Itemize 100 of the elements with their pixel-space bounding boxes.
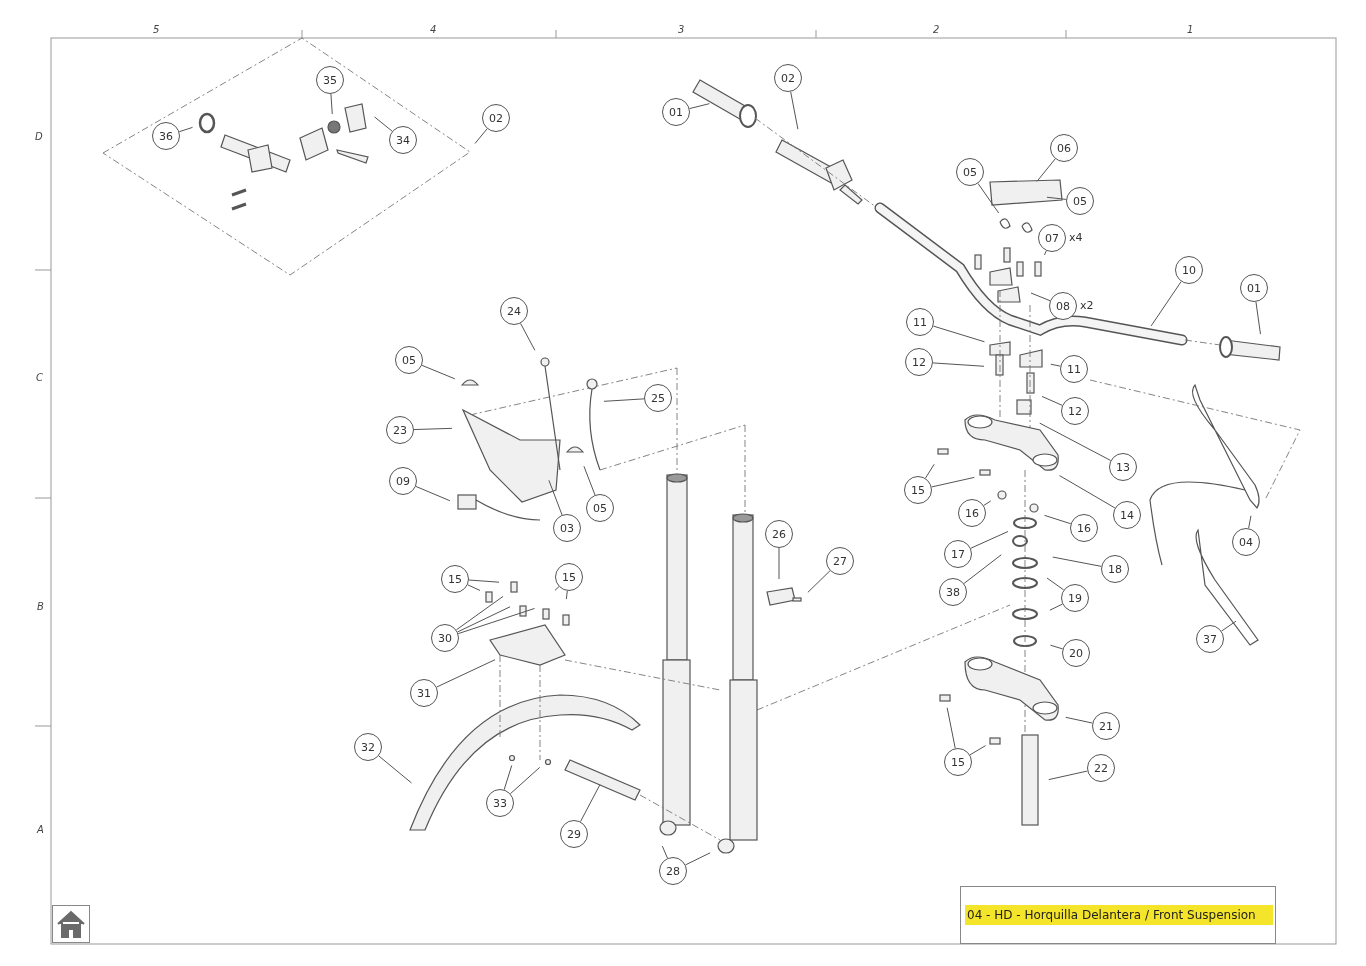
leader-line <box>436 659 496 688</box>
callout-number: 25 <box>644 384 672 412</box>
leader-line <box>969 745 987 756</box>
leader-line <box>378 755 412 784</box>
grid-reference: A <box>37 824 44 835</box>
callout-number: 35 <box>316 66 344 94</box>
callout-number: 31 <box>410 679 438 707</box>
leader-line <box>977 182 1000 214</box>
callout-number: 15 <box>944 748 972 776</box>
leader-line <box>1049 603 1063 611</box>
callout-number: 01 <box>662 98 690 126</box>
leader-line <box>983 500 992 506</box>
quantity-note: x2 <box>1080 299 1094 312</box>
callout-number: 07 <box>1038 224 1066 252</box>
callout-number: 05 <box>586 494 614 522</box>
callout-number: 12 <box>905 348 933 376</box>
leader-line <box>474 128 488 144</box>
leader-line <box>503 765 513 791</box>
leader-line <box>330 93 333 115</box>
leader-line <box>1044 514 1072 525</box>
leader-line <box>1150 281 1182 327</box>
leader-line <box>467 584 481 591</box>
leader-line <box>685 852 711 866</box>
callout-number: 15 <box>441 565 469 593</box>
callout-number: 38 <box>939 578 967 606</box>
leader-line <box>932 325 985 343</box>
callout-number: 37 <box>1196 625 1224 653</box>
grid-reference: 1 <box>1187 24 1194 35</box>
quantity-note: x4 <box>1069 231 1083 244</box>
callout-number: 23 <box>386 416 414 444</box>
grid-reference: 4 <box>430 24 437 35</box>
callout-number: 04 <box>1232 528 1260 556</box>
leader-line <box>689 103 710 110</box>
callout-number: 02 <box>774 64 802 92</box>
callout-number: 03 <box>553 514 581 542</box>
grid-reference: C <box>36 372 43 383</box>
callout-number: 13 <box>1109 453 1137 481</box>
callout-number: 36 <box>152 122 180 150</box>
leader-line <box>1255 301 1261 335</box>
leader-line <box>1046 577 1065 591</box>
callout-number: 17 <box>944 540 972 568</box>
callout-number: 24 <box>500 297 528 325</box>
callout-number: 20 <box>1062 639 1090 667</box>
leader-line <box>1030 292 1051 302</box>
leader-line <box>1043 250 1047 256</box>
callout-number: 10 <box>1175 256 1203 284</box>
leader-line <box>457 607 536 635</box>
leader-line <box>1221 620 1237 632</box>
callout-number: 15 <box>555 563 583 591</box>
leader-line <box>468 579 500 583</box>
leader-line <box>1065 716 1093 724</box>
leader-line <box>963 554 1002 584</box>
leader-line <box>415 485 451 502</box>
grid-reference: 5 <box>153 24 160 35</box>
callout-number: 11 <box>1060 355 1088 383</box>
callout-number: 27 <box>826 547 854 575</box>
leader-line <box>421 364 456 380</box>
leader-line <box>778 547 780 580</box>
grid-reference: 3 <box>678 24 685 35</box>
callout-number: 29 <box>560 820 588 848</box>
leader-line <box>932 362 985 367</box>
leader-line <box>1059 475 1116 509</box>
callout-number: 30 <box>431 624 459 652</box>
leader-line <box>661 845 668 859</box>
leader-line <box>946 707 956 749</box>
leader-line <box>580 784 601 823</box>
callout-number: 06 <box>1050 134 1078 162</box>
leader-line <box>374 116 393 132</box>
callout-number: 33 <box>486 789 514 817</box>
callout-number: 05 <box>1066 187 1094 215</box>
callout-number: 05 <box>395 346 423 374</box>
leader-line <box>413 427 453 431</box>
callout-number: 15 <box>904 476 932 504</box>
callout-number: 01 <box>1240 274 1268 302</box>
title: 04 - HD - Horquilla Delantera / Front Suspension <box>965 905 1273 925</box>
callout-number: 16 <box>1070 514 1098 542</box>
leader-line <box>1052 556 1102 567</box>
callout-number: 11 <box>906 308 934 336</box>
callout-number: 22 <box>1087 754 1115 782</box>
leader-line <box>565 590 568 600</box>
leader-line <box>1050 644 1064 650</box>
leader-line <box>1039 422 1112 461</box>
callout-number: 26 <box>765 520 793 548</box>
leader-line <box>509 766 541 795</box>
leader-line <box>457 606 511 633</box>
callout-number: 12 <box>1061 397 1089 425</box>
callout-number: 09 <box>389 467 417 495</box>
leader-line <box>790 91 799 130</box>
leader-line <box>520 322 536 351</box>
leader-line <box>1046 196 1067 200</box>
leader-line <box>178 126 194 133</box>
callout-number: 02 <box>482 104 510 132</box>
leader-line <box>548 479 563 516</box>
leader-line <box>554 586 560 591</box>
callout-number: 21 <box>1092 712 1120 740</box>
callout-number: 14 <box>1113 501 1141 529</box>
leader-line <box>970 531 1009 549</box>
grid-reference: 2 <box>933 24 940 35</box>
leader-line <box>1048 770 1088 781</box>
leader-line <box>1036 158 1056 182</box>
